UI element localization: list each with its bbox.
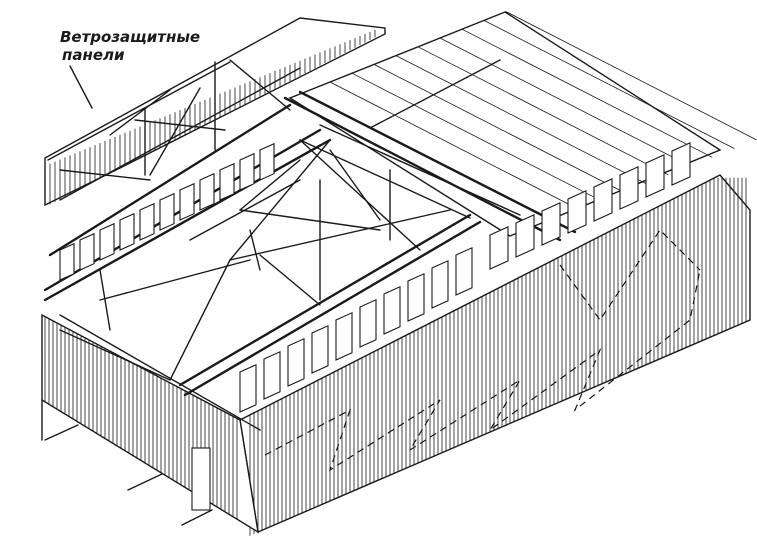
windbreak-panel bbox=[259, 142, 275, 181]
windbreak-panel bbox=[515, 214, 535, 258]
windbreak-panel bbox=[99, 222, 115, 261]
deck-plank bbox=[461, 28, 713, 158]
windbreak-panel bbox=[59, 242, 75, 281]
left-front-wall bbox=[41, 313, 259, 534]
windbreak-panel bbox=[199, 172, 215, 211]
door bbox=[191, 447, 211, 511]
windbreak-panel bbox=[219, 162, 235, 201]
windbreak-panel bbox=[489, 226, 509, 270]
windbreak-panel bbox=[671, 142, 691, 186]
windbreak-panel bbox=[239, 363, 257, 413]
right-side-wall bbox=[239, 174, 751, 536]
caption-label: Ветрозащитные панели bbox=[60, 28, 200, 64]
windbreak-panel bbox=[541, 202, 561, 246]
windbreak-panel bbox=[407, 272, 425, 322]
windbreak-panel bbox=[287, 337, 305, 387]
windbreak-panel bbox=[593, 178, 613, 222]
caption-leader-line bbox=[69, 65, 93, 109]
deck-plank bbox=[505, 11, 757, 141]
windbreak-panels-right-row bbox=[489, 142, 691, 270]
far-windbreak-panel-band bbox=[44, 17, 386, 207]
windbreak-panel bbox=[383, 285, 401, 335]
deck-plank bbox=[483, 19, 735, 149]
windbreak-panel bbox=[619, 166, 639, 210]
windbreak-panels-left-row bbox=[59, 142, 275, 281]
caption-line-2: панели bbox=[62, 46, 125, 64]
column-axis-ticks bbox=[41, 399, 213, 526]
deck-plank bbox=[395, 55, 647, 185]
windbreak-panels-center-row bbox=[239, 246, 473, 413]
windbreak-panel bbox=[119, 212, 135, 251]
deck-plank bbox=[417, 46, 669, 176]
windbreak-panel bbox=[239, 152, 255, 191]
windbreak-panel bbox=[335, 311, 353, 361]
windbreak-panel bbox=[263, 350, 281, 400]
windbreak-panel bbox=[139, 202, 155, 241]
windbreak-panel bbox=[179, 182, 195, 221]
windbreak-panel bbox=[645, 154, 665, 198]
windbreak-panel bbox=[431, 259, 449, 309]
deck-plank bbox=[373, 64, 625, 193]
deck-plank bbox=[439, 37, 691, 167]
deck-plank bbox=[351, 72, 603, 202]
windbreak-panel bbox=[159, 192, 175, 231]
caption-line-1: Ветрозащитные bbox=[60, 28, 200, 46]
windbreak-panel bbox=[311, 324, 329, 374]
windbreak-panel bbox=[359, 298, 377, 348]
windbreak-panel bbox=[567, 190, 587, 234]
deck-plank bbox=[329, 81, 581, 211]
windbreak-panel bbox=[79, 232, 95, 271]
windbreak-panel bbox=[455, 246, 473, 296]
